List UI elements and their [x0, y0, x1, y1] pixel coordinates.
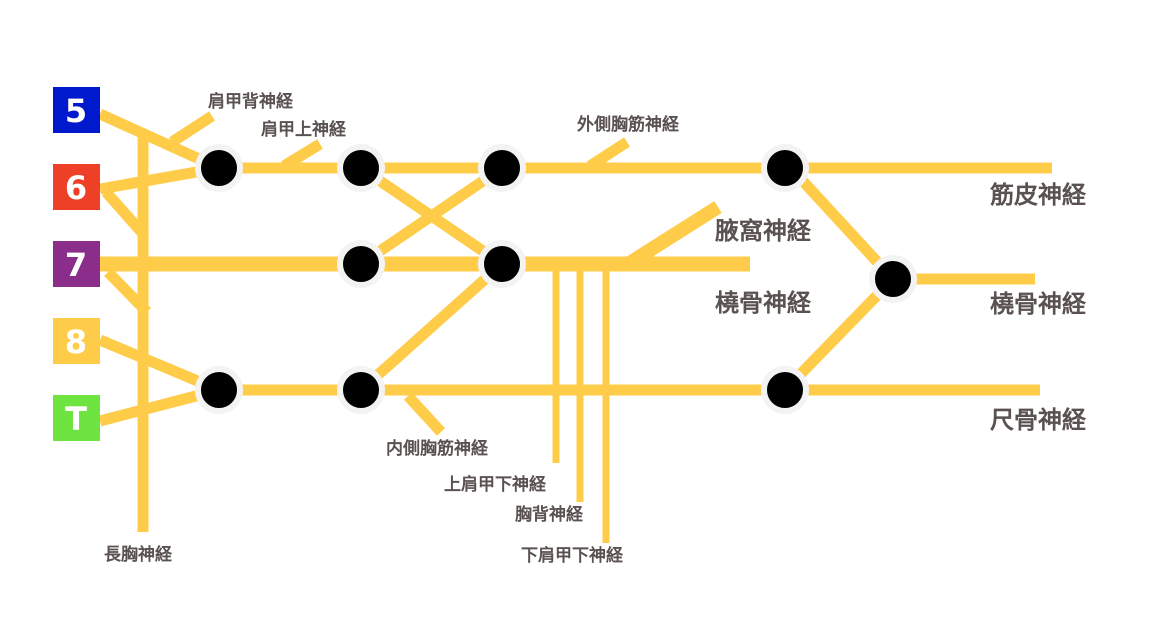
label-lateral-pectoral: 外側胸筋神経 [577, 114, 680, 135]
root-badge-c8 [53, 318, 100, 364]
junction-node [337, 240, 385, 288]
root-label-c5: 5 [65, 92, 87, 130]
root-badge-c7 [53, 241, 100, 287]
label-medial-pectoral: 内側胸筋神経 [386, 438, 489, 459]
label-lower-subscapular: 下肩甲下神経 [521, 545, 624, 566]
label-dorsal-scapular: 肩甲背神経 [208, 91, 294, 112]
root-label-c7: 7 [65, 246, 87, 284]
label-musculocutaneous: 筋皮神経 [989, 181, 1087, 209]
junction-node [337, 366, 385, 414]
root-badge-c5 [53, 87, 100, 133]
junction-node [195, 144, 243, 192]
nerve-labels: 肩甲背神経 肩甲上神経 外側胸筋神経 腋窩神経 橈骨神経 内側胸筋神経 上肩甲下… [104, 91, 1087, 566]
junction-nodes [195, 144, 917, 414]
label-upper-subscapular: 上肩甲下神経 [444, 474, 547, 495]
junction-node [195, 366, 243, 414]
c6-long-thoracic-branch [101, 188, 150, 240]
root-label-c6: 6 [65, 169, 87, 207]
root-label-c8: 8 [65, 323, 87, 361]
axillary-line [624, 201, 722, 270]
label-radial: 橈骨神経 [990, 290, 1087, 318]
label-ulnar: 尺骨神経 [990, 406, 1087, 434]
junction-node [761, 144, 809, 192]
suprascapular-line [281, 139, 323, 171]
lateral-pectoral-line [587, 137, 630, 171]
root-badge-t1 [53, 395, 100, 441]
dorsal-scapular-line [169, 111, 215, 147]
nerve-lines [97, 108, 1052, 543]
label-thoracodorsal: 胸背神経 [515, 504, 584, 525]
c7-long-thoracic-branch [104, 268, 151, 316]
medial-to-median-line [781, 275, 897, 394]
label-axillary: 腋窩神経 [715, 217, 812, 245]
medial-pectoral-line [403, 392, 446, 436]
label-suprascapular: 肩甲上神経 [261, 119, 347, 140]
junction-node [478, 144, 526, 192]
middle-anterior-division-line [357, 163, 506, 269]
junction-node [478, 240, 526, 288]
root-badges: 5 6 7 8 T [53, 87, 100, 441]
root-label-t1: T [65, 400, 87, 438]
label-radial-mid: 橈骨神経 [715, 289, 812, 317]
junction-node [869, 255, 917, 303]
junction-node [761, 366, 809, 414]
label-long-thoracic: 長胸神経 [104, 544, 173, 565]
root-badge-c6 [53, 164, 100, 210]
lower-posterior-division-line [357, 259, 506, 395]
junction-node [337, 144, 385, 192]
